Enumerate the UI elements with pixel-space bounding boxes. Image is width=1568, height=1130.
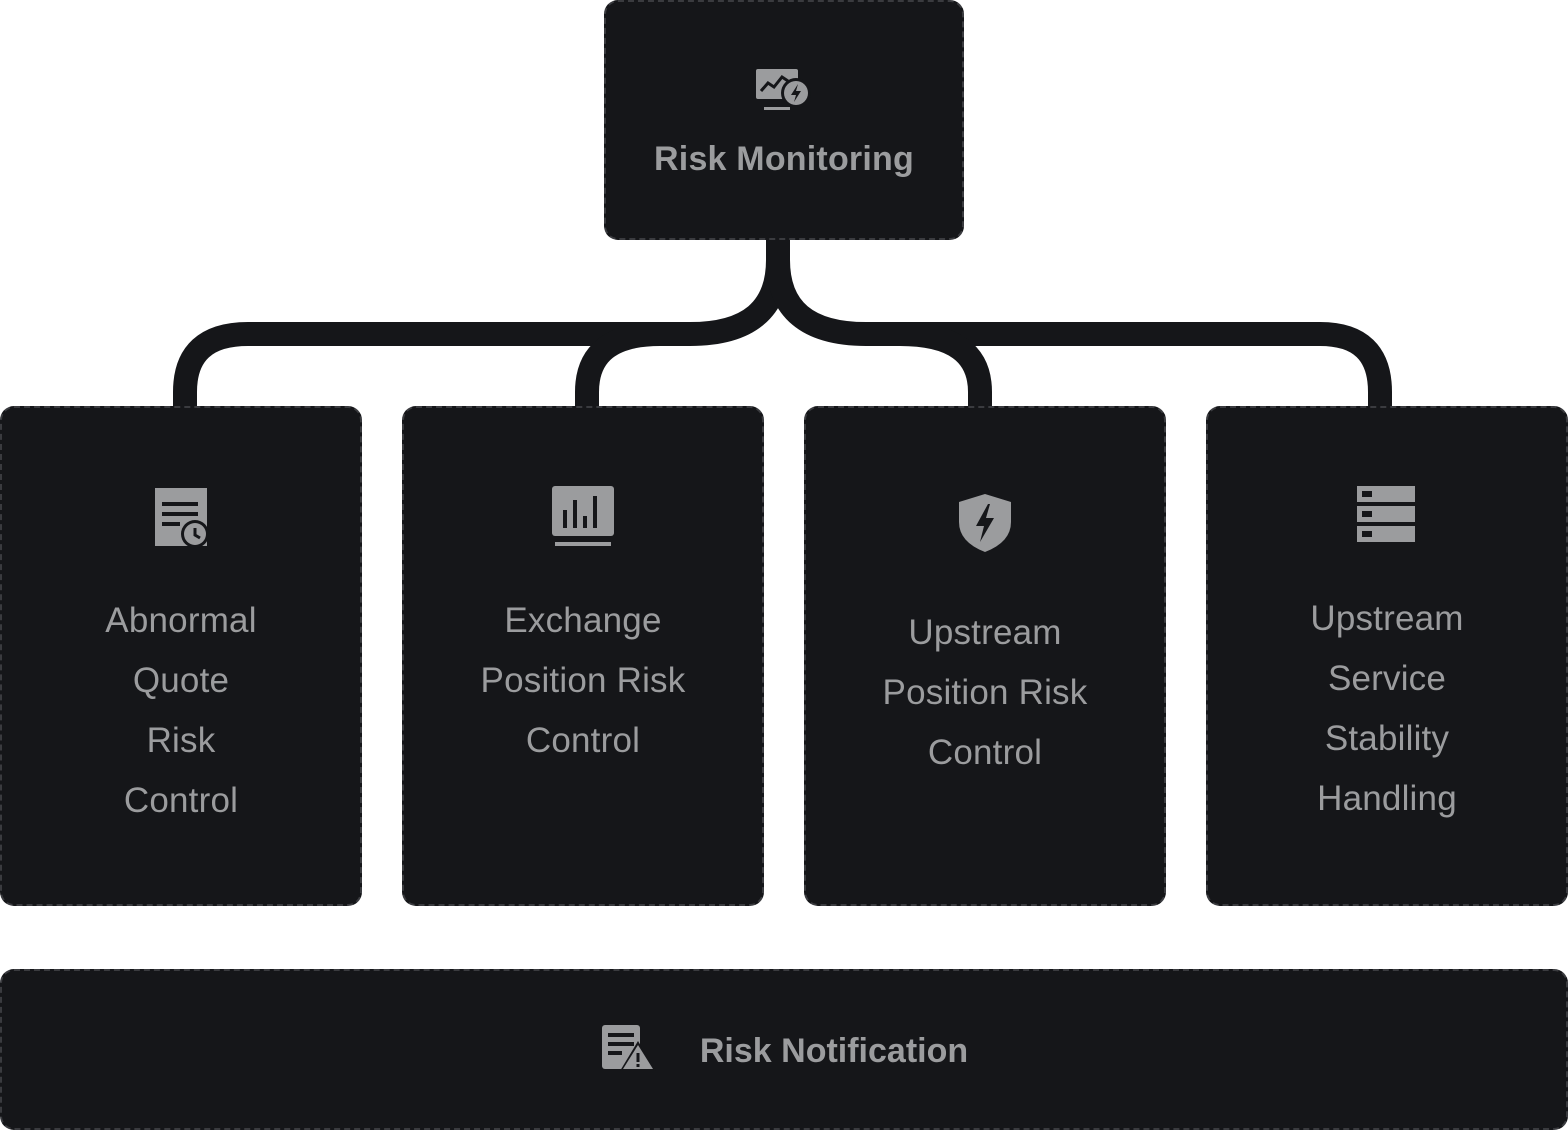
module-label-line: Position Risk xyxy=(480,661,686,700)
server-icon xyxy=(1357,486,1417,551)
risk-monitoring-label: Risk Monitoring xyxy=(654,140,914,178)
receipt-clock-icon xyxy=(153,486,209,553)
module-label-line: Upstream xyxy=(908,613,1062,652)
module-label-line: Risk xyxy=(146,721,216,760)
risk-notification-box[interactable]: Risk Notification xyxy=(0,969,1568,1130)
module-label-line: Handling xyxy=(1317,779,1457,818)
module-label-line: Exchange xyxy=(504,601,662,640)
module-label-line: Control xyxy=(525,721,641,760)
risk-monitoring-box[interactable]: Risk Monitoring xyxy=(604,0,964,240)
module-abnormal-quote-risk-control[interactable]: Abnormal Quote Risk Control xyxy=(0,406,362,906)
risk-notification-label: Risk Notification xyxy=(699,1032,969,1070)
module-label-line: Position Risk xyxy=(882,673,1088,712)
module-label: Upstream Position Risk Control xyxy=(883,603,1088,783)
module-label: Exchange Position Risk Control xyxy=(481,591,686,771)
module-label: Abnormal Quote Risk Control xyxy=(105,591,256,831)
module-label-line: Abnormal xyxy=(105,601,257,640)
bar-chart-icon xyxy=(552,486,614,553)
connector-right-inner xyxy=(899,322,992,408)
module-label-line: Stability xyxy=(1324,719,1450,758)
module-label-line: Control xyxy=(927,733,1043,772)
module-label-line: Quote xyxy=(132,661,230,700)
module-upstream-position-risk-control[interactable]: Upstream Position Risk Control xyxy=(804,406,1166,906)
module-label-line: Control xyxy=(123,781,239,820)
connector-right-outer xyxy=(766,238,1392,408)
module-label-line: Upstream xyxy=(1310,599,1464,638)
module-label-line: Service xyxy=(1327,659,1447,698)
module-upstream-service-stability-handling[interactable]: Upstream Service Stability Handling xyxy=(1206,406,1568,906)
shield-lightning-icon xyxy=(957,492,1013,559)
monitor-chart-lightning-icon xyxy=(756,67,812,120)
module-label: Upstream Service Stability Handling xyxy=(1310,589,1463,829)
document-warning-icon xyxy=(600,1023,656,1076)
connector-left-inner xyxy=(575,322,661,408)
connector-left-outer xyxy=(173,238,790,408)
module-exchange-position-risk-control[interactable]: Exchange Position Risk Control xyxy=(402,406,764,906)
